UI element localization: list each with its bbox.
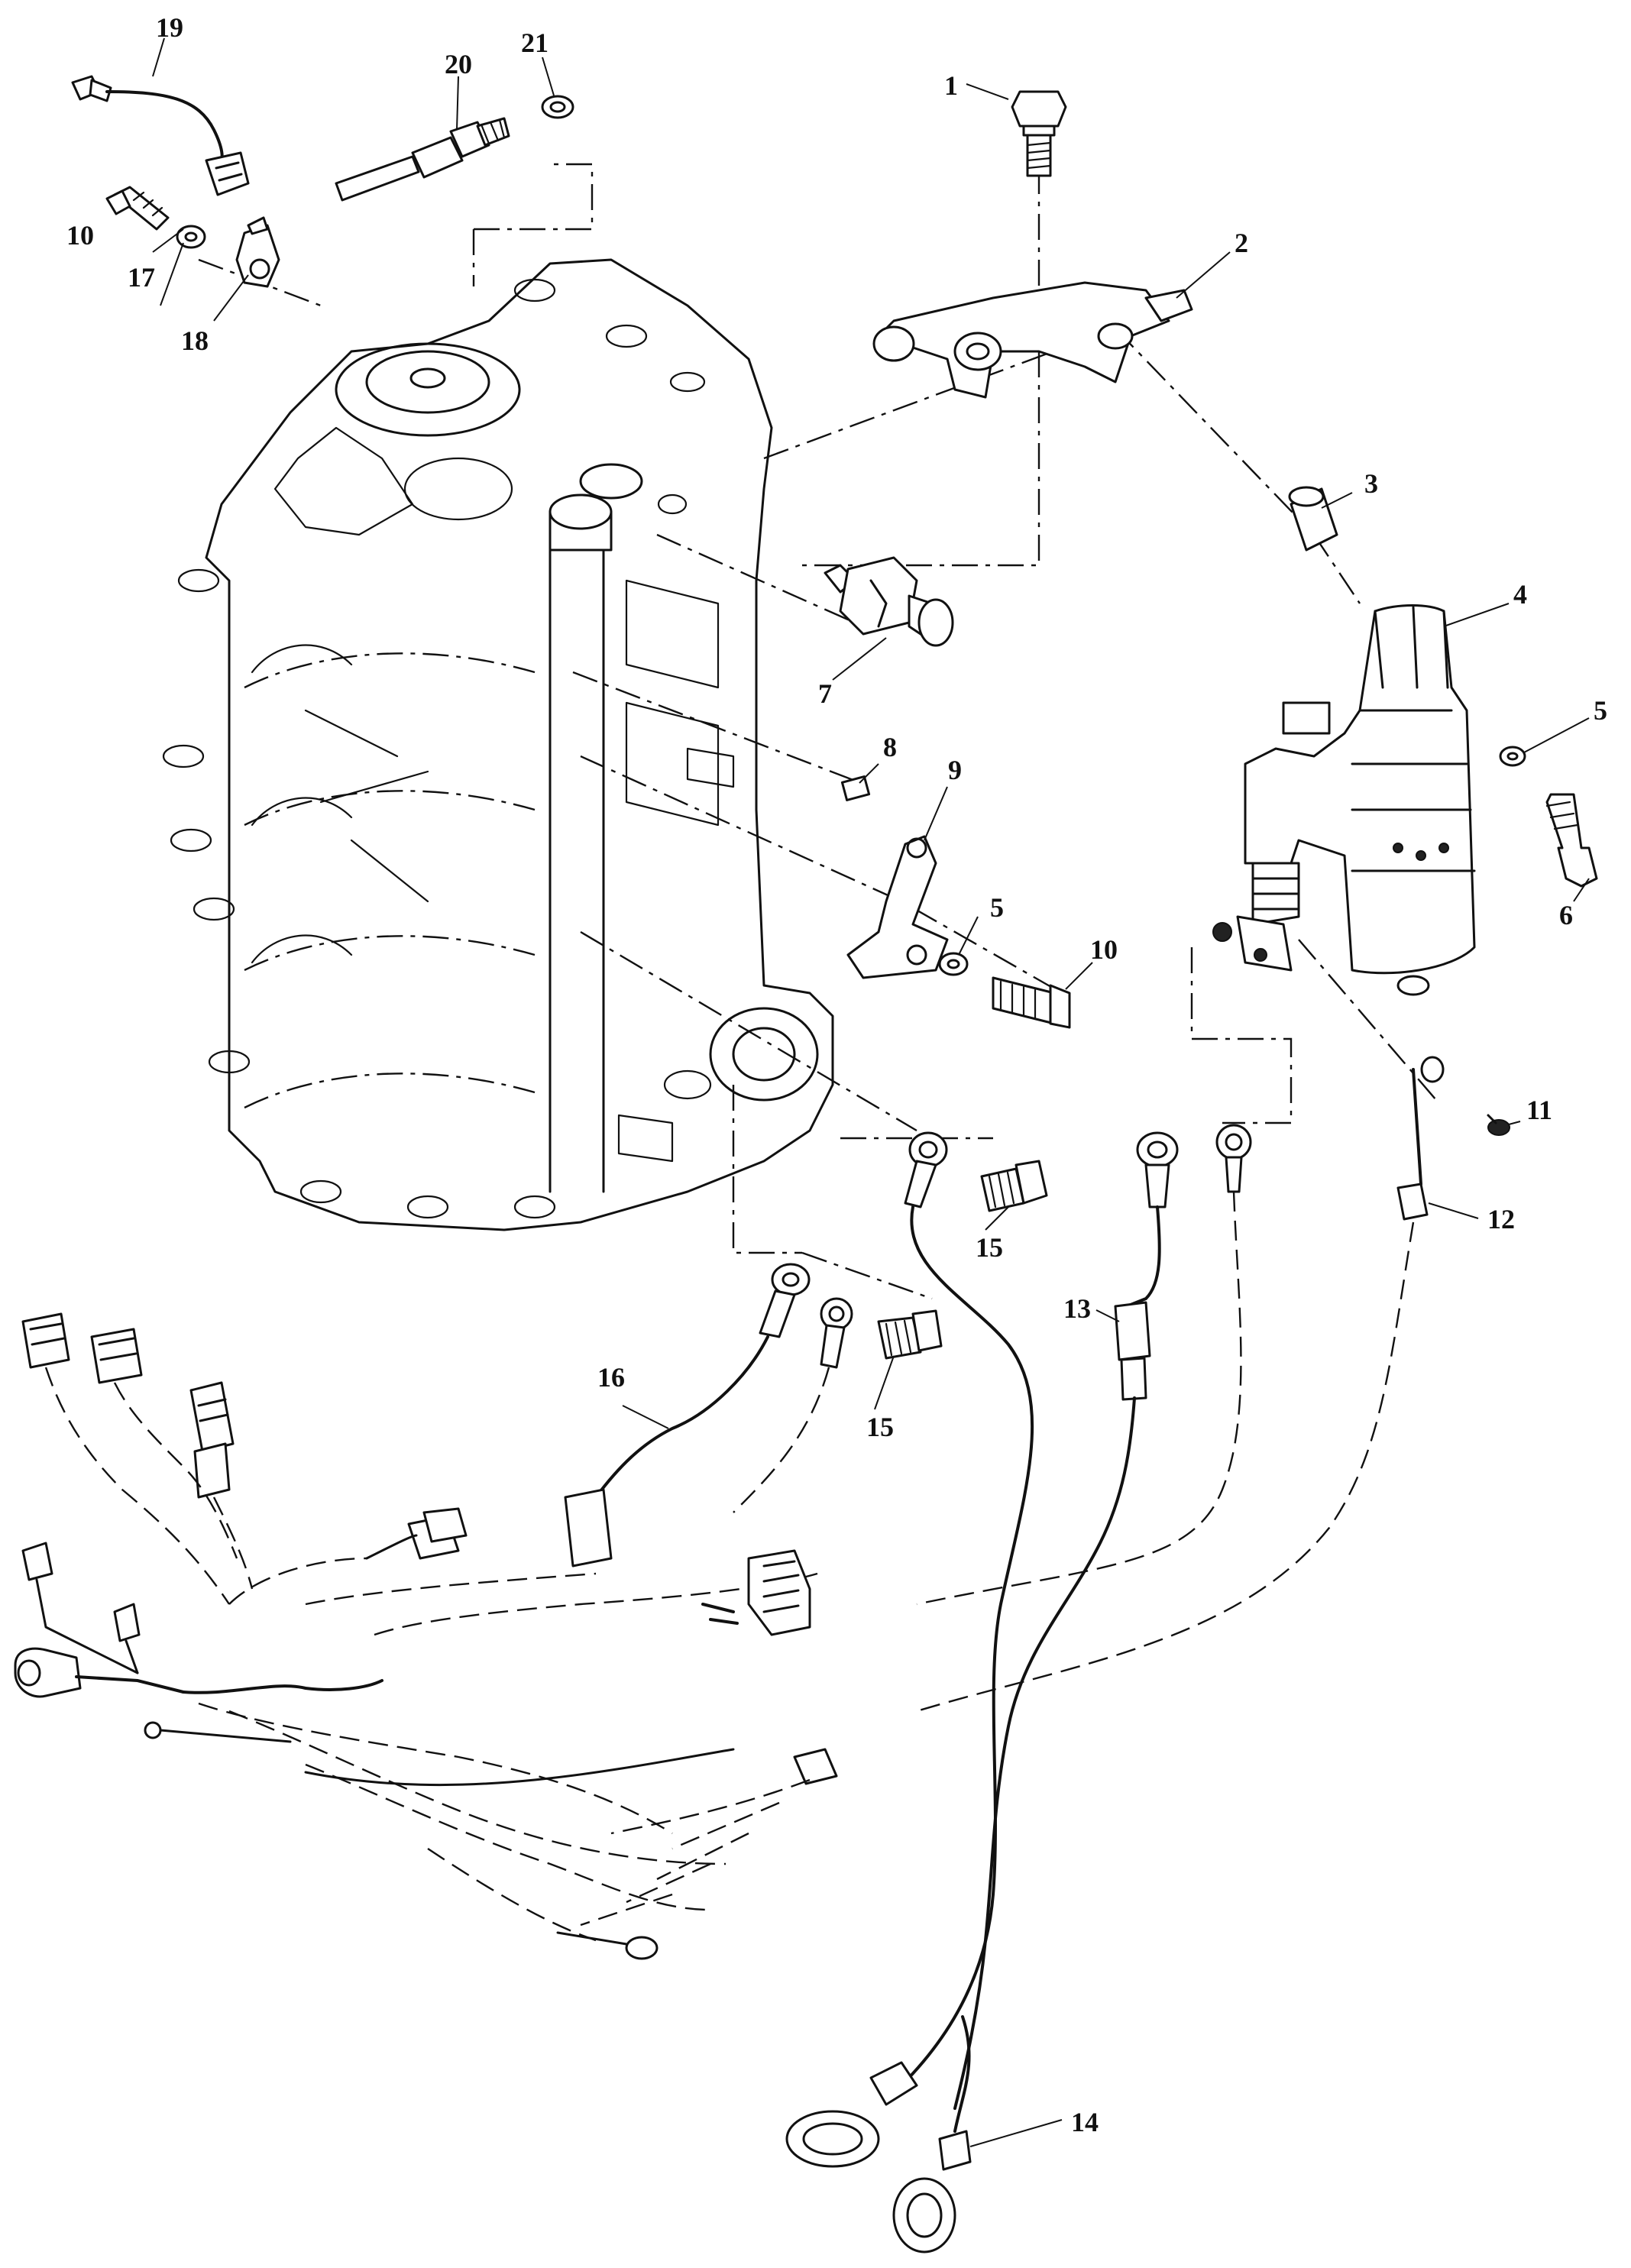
callout-18: 18 xyxy=(181,325,209,356)
part-4-starter-motor xyxy=(1212,604,1476,996)
part-15-bolt-upper xyxy=(980,1160,1048,1212)
part-20-temp-sender xyxy=(335,117,510,202)
callout-20: 20 xyxy=(445,49,472,79)
callout-5-lower: 5 xyxy=(990,892,1004,923)
part-10-bolt-lower xyxy=(992,976,1071,1029)
callout-9: 9 xyxy=(948,755,962,785)
part-17-washer xyxy=(176,225,206,249)
callout-leaders xyxy=(152,37,1590,2147)
callout-2: 2 xyxy=(1235,228,1248,258)
part-19-sensor-harness xyxy=(71,75,250,196)
wire-harness xyxy=(14,1312,838,1960)
callout-17: 17 xyxy=(128,262,155,293)
part-12-connector xyxy=(916,1056,1445,1713)
callout-10-upper: 10 xyxy=(66,220,94,251)
callout-8: 8 xyxy=(883,732,897,762)
part-9-link-arm xyxy=(846,835,949,979)
callout-5-upper: 5 xyxy=(1594,695,1607,726)
callout-10-lower: 10 xyxy=(1090,934,1118,965)
callout-15-upper: 15 xyxy=(976,1232,1003,1263)
callout-12: 12 xyxy=(1487,1204,1515,1234)
part-7-pressure-switch xyxy=(824,556,954,647)
part-13-cable-assembly xyxy=(916,1124,1252,2110)
callout-19: 19 xyxy=(156,12,183,43)
callout-16: 16 xyxy=(597,1362,625,1393)
callout-3: 3 xyxy=(1364,468,1378,499)
part-14-battery-cables xyxy=(785,1131,1034,2253)
callout-4: 4 xyxy=(1513,579,1527,610)
callout-6: 6 xyxy=(1559,900,1573,930)
part-2-bracket xyxy=(872,281,1193,399)
part-16-ground-lead xyxy=(564,1263,853,1568)
callout-11: 11 xyxy=(1526,1095,1552,1125)
engine-block xyxy=(162,258,834,1231)
part-1-bolt xyxy=(1011,90,1067,177)
part-5-washer-upper xyxy=(1499,746,1526,767)
callout-13: 13 xyxy=(1063,1293,1091,1324)
callout-21: 21 xyxy=(521,28,549,58)
callout-labels: 1 2 3 4 5 5 6 7 8 9 10 10 11 12 13 14 15… xyxy=(66,12,1607,2137)
assembly-lines xyxy=(198,163,1437,1300)
part-18-knock-sensor xyxy=(235,216,280,288)
part-5-washer-lower xyxy=(938,952,969,976)
part-6-long-bolt xyxy=(1545,793,1598,888)
part-11-screw xyxy=(1487,1114,1510,1136)
callout-1: 1 xyxy=(944,70,958,101)
callout-14: 14 xyxy=(1071,2107,1099,2137)
part-15-bolt-lower xyxy=(877,1309,943,1360)
callout-7: 7 xyxy=(818,678,832,709)
part-8-dowel xyxy=(840,775,871,801)
part-3-spacer xyxy=(1288,486,1338,552)
part-21-oring xyxy=(541,95,574,119)
part-10-bolt-upper xyxy=(105,186,170,231)
callout-15-lower: 15 xyxy=(866,1412,894,1442)
